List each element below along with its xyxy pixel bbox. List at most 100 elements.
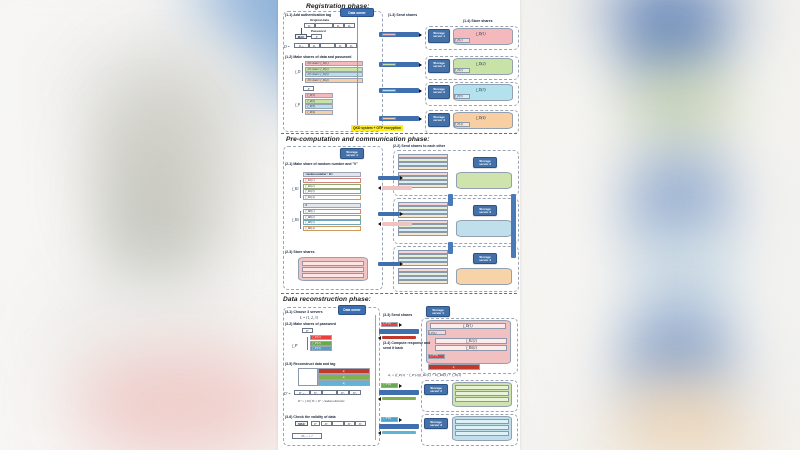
r0-share-2: f_R0(2) [303, 214, 361, 220]
mac-connector [307, 36, 311, 37]
precomp-return-arrow-2 [378, 222, 381, 226]
response-bracket-box [298, 368, 318, 386]
fr0-bracket [300, 211, 301, 229]
recon-block-3: D'₃ [349, 390, 361, 395]
recon-s2-row-1 [455, 385, 509, 390]
response-row-3: d₃ [318, 380, 370, 386]
recon-return-channel-2 [382, 397, 416, 400]
precomp-link-1 [378, 176, 400, 180]
recon-s1-pw-label: f_P(1) [429, 330, 437, 335]
step-1-1-label: (1-1) Add authentication tag [285, 13, 332, 17]
recon-s3-row-1 [455, 419, 509, 424]
reconstruction-password-box: P' [302, 328, 313, 333]
fd-bracket [302, 63, 303, 81]
response-row-2: d₂ [318, 374, 370, 380]
original-data-label: Original data [310, 18, 329, 22]
step-2-2-label: (2-2) Send shares to each other [393, 144, 446, 148]
recon-pw-share-3: f_P'(3) [310, 346, 332, 351]
recon-s3-row-3 [455, 431, 509, 436]
precomp-server-2-badge[interactable]: Storage server 2 [473, 157, 497, 168]
recon-server-3-badge[interactable]: Storage server 3 [424, 418, 448, 429]
recon-pw-share-1: f_P'(1) [310, 335, 332, 340]
data-owner-badge[interactable]: Data owner [340, 8, 374, 17]
recon-block-gap [322, 390, 337, 395]
step-1-4-label: (1-4) Store shares [463, 19, 493, 23]
precomp-store-row-2 [302, 267, 364, 272]
precomp-server-3-store [456, 220, 512, 237]
tagged-block-2: D₂ [335, 43, 346, 48]
pw-share-row-2: f_P(2) [305, 98, 333, 104]
recon-return-arrow-1 [378, 335, 381, 340]
data-share-row-2: D's share: f_D(2) [305, 66, 363, 72]
response-formula: d₁ = (f_P(1) − f_P'(1))f_R1(1) + Σf_R0(1… [388, 373, 462, 377]
step-3-3-label: (3-3) Send shares [383, 313, 413, 317]
data-block-3: D₃ [344, 23, 355, 28]
precomp-server-3-badge[interactable]: Storage server 3 [473, 205, 497, 216]
r0-share-4: f_R0(4) [303, 225, 361, 231]
storage-server-4-badge[interactable]: Storage server 4 [428, 113, 450, 127]
precomp-store-row-3 [302, 273, 364, 278]
server-1-data-share: f_D(1) [476, 32, 486, 36]
recon-server-1-badge[interactable]: Storage server 1 [426, 306, 450, 317]
recon-s1-fr1: f_R1(1) [466, 339, 477, 344]
precomp-vertical-link-1 [448, 194, 453, 206]
recon-s2-row-2 [455, 391, 509, 396]
r1-share-1: f_R1(1) [303, 178, 361, 183]
fr1-bracket [300, 180, 301, 198]
pw-share-row-4: f_P(4) [305, 109, 333, 115]
reconstruction-data-owner[interactable]: Data owner [338, 305, 366, 315]
recon-s1-row-r1 [435, 338, 507, 344]
recon-return-arrow-2 [378, 396, 381, 401]
precomp-server-1-badge[interactable]: Storage server 1 [340, 148, 364, 159]
server-3-pw-share: f_P(3) [455, 94, 463, 99]
recon-server-2-badge[interactable]: Storage server 2 [424, 384, 448, 395]
recon-response-box-1: d₁ [428, 364, 480, 370]
precomp-server-4-badge[interactable]: Storage server 4 [473, 253, 497, 264]
precomp-return-2 [382, 222, 412, 226]
precomp-link-2 [378, 212, 400, 216]
check-result-box: D'₁₊₁ = ? [292, 433, 322, 439]
step-3-1-label: (3-1) Choose 3 servers [285, 310, 323, 314]
recon-s3-row-2 [455, 425, 509, 430]
fp-label: f_P [295, 103, 300, 107]
mac-block-2: D'₂ [344, 421, 355, 426]
mac-box-registration: MAC [295, 34, 307, 39]
tagged-block-1: D₁ [309, 43, 320, 48]
r1-share-2: f_R1(2) [303, 183, 361, 189]
data-block-1: D₁ [304, 23, 315, 28]
storage-server-2-badge[interactable]: Storage server 2 [428, 59, 450, 73]
precomp-arrow-1 [400, 176, 403, 180]
phase-title-reconstruction: Data reconstruction phase: [283, 296, 371, 303]
storage-server-3-badge[interactable]: Storage server 3 [428, 85, 450, 99]
precomp-vertical-spine [511, 194, 516, 258]
figure-sheet: Registration phase: (1-1) Add authentica… [278, 0, 520, 450]
precomp-server-4-store [456, 268, 512, 285]
fd-label: f_D [295, 70, 301, 74]
server-1-pw-share: f_P(1) [455, 38, 463, 43]
precomp-return-arrow-1 [378, 186, 381, 190]
fr0-label: f_R0 [292, 218, 299, 222]
pw-share-row-1: f_P(1) [305, 93, 333, 98]
recon-block-2: D'₂ [337, 390, 349, 395]
step-2-1-label: (2-1) Make share of random number and "0… [285, 162, 358, 166]
recon-send-arrow-2 [399, 383, 402, 388]
precomp-link-3 [378, 262, 400, 266]
fp-prime-label: f_P' [292, 344, 298, 348]
recon-send-share-2: f_P'(2) [381, 383, 398, 388]
data-share-row-4: D's share: f_D(4) [305, 77, 363, 83]
mac-input-box: P' [311, 421, 320, 426]
recon-return-arrow-3 [378, 430, 381, 435]
recon-s1-pw [428, 330, 446, 335]
mac-up-connector [301, 28, 302, 34]
fp-prime-bracket [307, 337, 308, 350]
recon-s1-fr0: f_R0(1) [466, 346, 477, 351]
r1-share-4: f_R1(4) [303, 194, 361, 200]
step-3-2-label: (3-2) Make shares of password [285, 322, 336, 326]
storage-server-1-badge[interactable]: Storage server 1 [428, 29, 450, 43]
mac-block-1: D'₁ [321, 421, 332, 426]
fp-bracket [302, 95, 303, 113]
recon-s1-row-d [430, 323, 506, 329]
precomp-server-2-store [456, 172, 512, 189]
r1-share-3: f_R1(3) [303, 189, 361, 194]
panel-registration-left [283, 11, 383, 132]
